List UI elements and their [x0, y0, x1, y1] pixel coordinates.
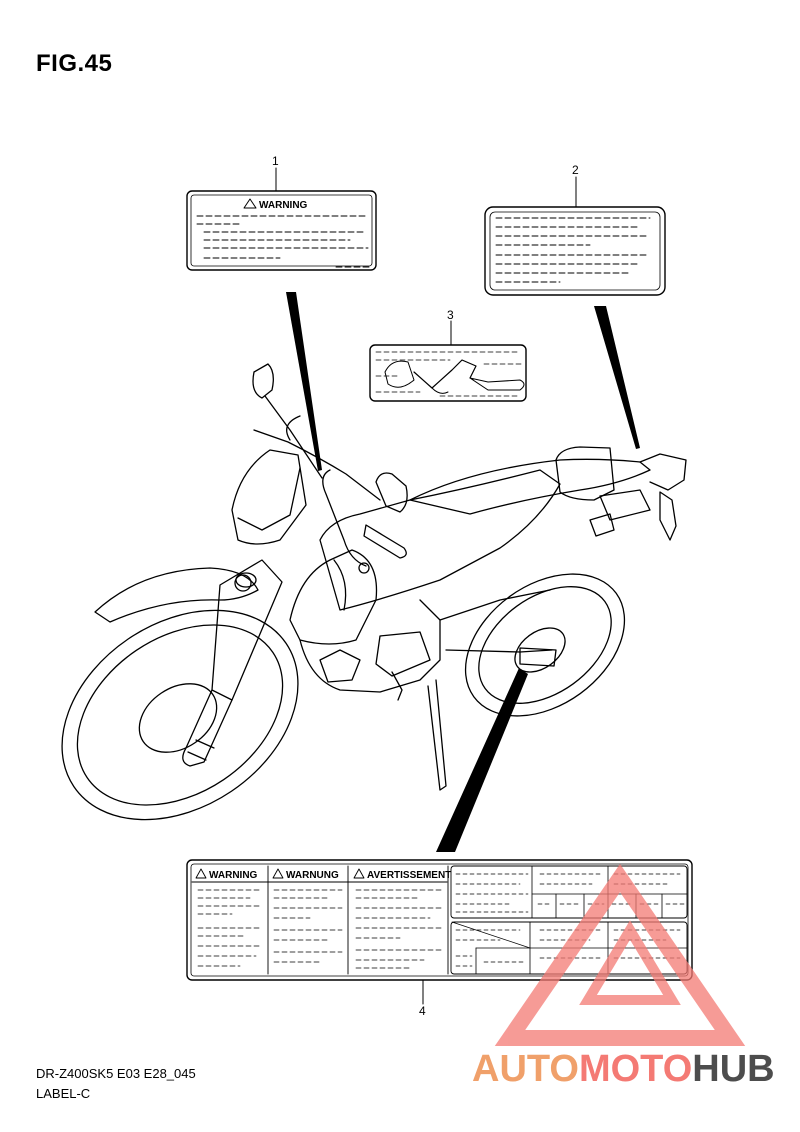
- figure-title: FIG.45: [36, 50, 113, 77]
- motorcycle-drawing: [61, 363, 687, 821]
- callout-4: 4: [419, 1004, 426, 1018]
- label-2-sticker: [484, 206, 666, 296]
- watermark-hub: HUB: [692, 1048, 775, 1090]
- label-1-sticker: WARNING: [186, 190, 377, 271]
- label-4-warnung-text: WARNUNG: [286, 870, 339, 881]
- model-code: DR-Z400SK5 E03 E28_045: [36, 1066, 196, 1081]
- callout-3: 3: [447, 308, 454, 322]
- watermark-logo: [494, 863, 746, 1046]
- callout-2: 2: [572, 163, 579, 177]
- label-1-warning-text: WARNING: [259, 200, 308, 211]
- watermark-auto: AUTO: [472, 1048, 579, 1090]
- watermark-moto: MOTO: [578, 1048, 693, 1090]
- label-3-sticker: [369, 344, 527, 402]
- label-4-warning-text: WARNING: [209, 870, 258, 881]
- section-name: LABEL-C: [36, 1086, 91, 1101]
- watermark-text: AUTOMOTOHUB: [472, 1048, 775, 1091]
- callout-1: 1: [272, 154, 279, 168]
- label-4-avertissement-text: AVERTISSEMENT: [367, 870, 451, 881]
- leader-wedges: [286, 292, 640, 852]
